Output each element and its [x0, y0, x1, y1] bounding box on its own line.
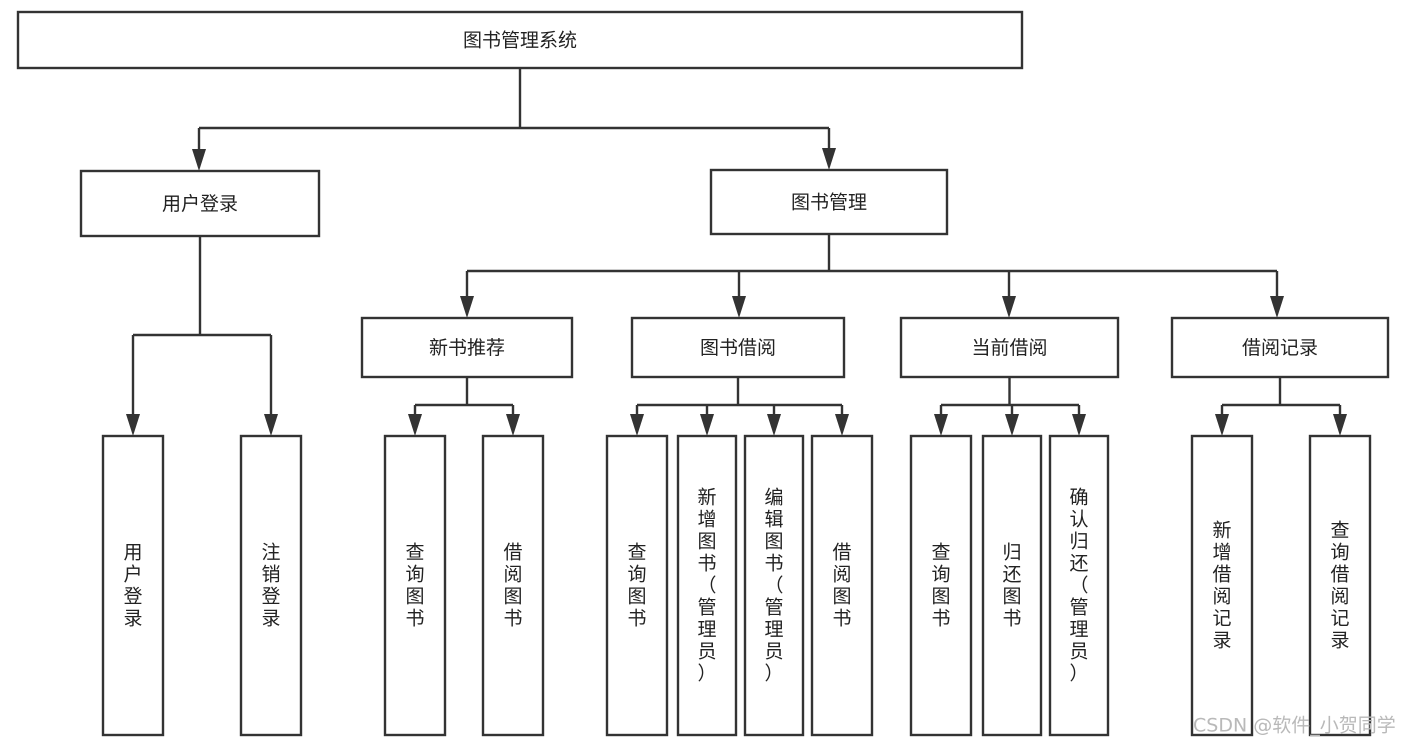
node-root[interactable]: 图书管理系统 — [16, 10, 1024, 70]
arrow-head-icon-current-borrow — [1002, 296, 1016, 318]
node-book-manage[interactable]: 图书管理 — [709, 168, 949, 236]
node-user-login[interactable]: 用户登录 — [79, 169, 321, 238]
node-leaf-query-book-1-box[interactable] — [383, 434, 447, 737]
node-leaf-return-book-label: 归还图书 — [1002, 542, 1021, 630]
node-leaf-add-record[interactable]: 新增借阅记录 — [1190, 434, 1254, 737]
node-current-borrow[interactable]: 当前借阅 — [899, 316, 1120, 379]
node-leaf-add-book[interactable]: 新增图书（管理员） — [676, 434, 738, 737]
arrow-head-icon-leaf-borrow-book-1 — [506, 414, 520, 436]
node-book-borrow[interactable]: 图书借阅 — [630, 316, 846, 379]
node-user-login-label: 用户登录 — [162, 193, 238, 215]
arrow-head-icon-borrow-record — [1270, 296, 1284, 318]
node-user-login-box[interactable] — [79, 169, 321, 238]
node-leaf-borrow-book-1[interactable]: 借阅图书 — [481, 434, 545, 737]
arrow-head-icon-leaf-add-book — [700, 414, 714, 436]
connectors-layer — [126, 68, 1347, 436]
node-leaf-query-book-3-box[interactable] — [909, 434, 973, 737]
node-leaf-borrow-book-2-label: 借阅图书 — [832, 542, 851, 630]
node-leaf-query-book-1-label: 查询图书 — [405, 542, 424, 630]
arrow-head-icon-leaf-edit-book — [767, 414, 781, 436]
node-leaf-logout-label: 注销登录 — [261, 542, 280, 630]
node-leaf-add-record-label: 新增借阅记录 — [1212, 520, 1231, 652]
arrow-head-icon-leaf-query-record — [1333, 414, 1347, 436]
node-leaf-query-book-2[interactable]: 查询图书 — [605, 434, 669, 737]
node-book-borrow-label: 图书借阅 — [700, 337, 776, 359]
node-leaf-add-record-box[interactable] — [1190, 434, 1254, 737]
node-new-book-rec-box[interactable] — [360, 316, 574, 379]
arrow-head-icon-leaf-add-record — [1215, 414, 1229, 436]
node-leaf-confirm-return-box[interactable] — [1048, 434, 1110, 737]
node-leaf-user-login[interactable]: 用户登录 — [101, 434, 165, 737]
node-current-borrow-box[interactable] — [899, 316, 1120, 379]
csdn-watermark: CSDN @软件_小贺同学 — [1193, 715, 1396, 737]
node-leaf-query-book-2-label: 查询图书 — [627, 542, 646, 630]
node-leaf-query-book-2-box[interactable] — [605, 434, 669, 737]
node-leaf-edit-book-label: 编辑图书（管理员） — [764, 487, 783, 685]
node-leaf-edit-book[interactable]: 编辑图书（管理员） — [743, 434, 805, 737]
node-borrow-record-label: 借阅记录 — [1242, 337, 1318, 359]
node-new-book-rec[interactable]: 新书推荐 — [360, 316, 574, 379]
node-leaf-logout-box[interactable] — [239, 434, 303, 737]
node-leaf-query-book-3-label: 查询图书 — [931, 542, 950, 630]
arrow-head-icon-leaf-confirm-return — [1072, 414, 1086, 436]
node-borrow-record-box[interactable] — [1170, 316, 1390, 379]
node-leaf-user-login-label: 用户登录 — [123, 542, 142, 630]
node-book-manage-label: 图书管理 — [791, 192, 867, 214]
node-leaf-query-record-label: 查询借阅记录 — [1330, 520, 1349, 652]
node-leaf-add-book-label: 新增图书（管理员） — [697, 487, 716, 685]
node-borrow-record[interactable]: 借阅记录 — [1170, 316, 1390, 379]
node-leaf-return-book-box[interactable] — [981, 434, 1043, 737]
arrow-head-icon-leaf-return-book — [1005, 414, 1019, 436]
arrow-head-icon-book-manage — [822, 148, 836, 170]
node-root-box[interactable] — [16, 10, 1024, 70]
node-leaf-confirm-return[interactable]: 确认归还（管理员） — [1048, 434, 1110, 737]
node-leaf-return-book[interactable]: 归还图书 — [981, 434, 1043, 737]
arrow-head-icon-book-borrow — [732, 296, 746, 318]
arrow-head-icon-leaf-query-book-3 — [934, 414, 948, 436]
node-leaf-user-login-box[interactable] — [101, 434, 165, 737]
node-leaf-borrow-book-1-label: 借阅图书 — [503, 542, 522, 630]
node-book-manage-box[interactable] — [709, 168, 949, 236]
arrow-head-icon-leaf-query-book-2 — [630, 414, 644, 436]
node-leaf-logout[interactable]: 注销登录 — [239, 434, 303, 737]
node-root-label: 图书管理系统 — [463, 30, 577, 52]
arrow-head-icon-leaf-user-login — [126, 414, 140, 436]
arrow-head-icon-leaf-logout — [264, 414, 278, 436]
nodes-layer: 图书管理系统用户登录图书管理新书推荐图书借阅当前借阅借阅记录用户登录注销登录查询… — [16, 10, 1390, 737]
arrow-head-icon-new-book-rec — [460, 296, 474, 318]
node-leaf-borrow-book-2[interactable]: 借阅图书 — [810, 434, 874, 737]
node-leaf-query-book-3[interactable]: 查询图书 — [909, 434, 973, 737]
node-leaf-borrow-book-2-box[interactable] — [810, 434, 874, 737]
node-leaf-query-book-1[interactable]: 查询图书 — [383, 434, 447, 737]
node-leaf-confirm-return-label: 确认归还（管理员） — [1069, 487, 1088, 685]
node-current-borrow-label: 当前借阅 — [971, 337, 1047, 359]
node-book-borrow-box[interactable] — [630, 316, 846, 379]
arrow-head-icon-leaf-borrow-book-2 — [835, 414, 849, 436]
node-leaf-query-record[interactable]: 查询借阅记录 — [1308, 434, 1372, 737]
arrow-head-icon-user-login — [192, 149, 206, 171]
node-leaf-borrow-book-1-box[interactable] — [481, 434, 545, 737]
node-leaf-query-record-box[interactable] — [1308, 434, 1372, 737]
node-new-book-rec-label: 新书推荐 — [429, 337, 505, 359]
arrow-head-icon-leaf-query-book-1 — [408, 414, 422, 436]
node-leaf-add-book-box[interactable] — [676, 434, 738, 737]
node-leaf-edit-book-box[interactable] — [743, 434, 805, 737]
